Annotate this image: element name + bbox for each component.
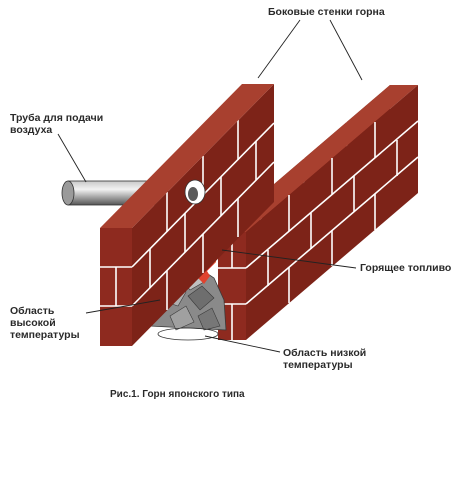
left-wall xyxy=(100,84,275,346)
label-low-temp-line1: Область низкой xyxy=(283,347,367,359)
label-high-temp-line2: высокой xyxy=(10,317,56,329)
low-temp-zone xyxy=(157,327,219,341)
label-side-walls: Боковые стенки горна xyxy=(268,6,385,18)
leader-lines xyxy=(57,19,363,353)
label-burning-fuel: Горящее топливо xyxy=(360,262,452,274)
label-high-temp-line3: температуры xyxy=(10,329,80,341)
figure-caption: Рис.1. Горн японского типа xyxy=(110,389,245,400)
label-air-pipe-line1: Труба для подачи xyxy=(10,112,104,124)
label-air-pipe-line2: воздуха xyxy=(10,124,53,136)
label-air-pipe: Труба для подачи воздуха xyxy=(10,112,103,136)
label-low-temp-line2: температуры xyxy=(283,359,353,371)
label-low-temp: Область низкой температуры xyxy=(283,347,366,371)
label-high-temp: Область высокой температуры xyxy=(10,305,80,341)
label-high-temp-line1: Область xyxy=(10,305,55,317)
left-wall-top-face xyxy=(100,84,274,228)
